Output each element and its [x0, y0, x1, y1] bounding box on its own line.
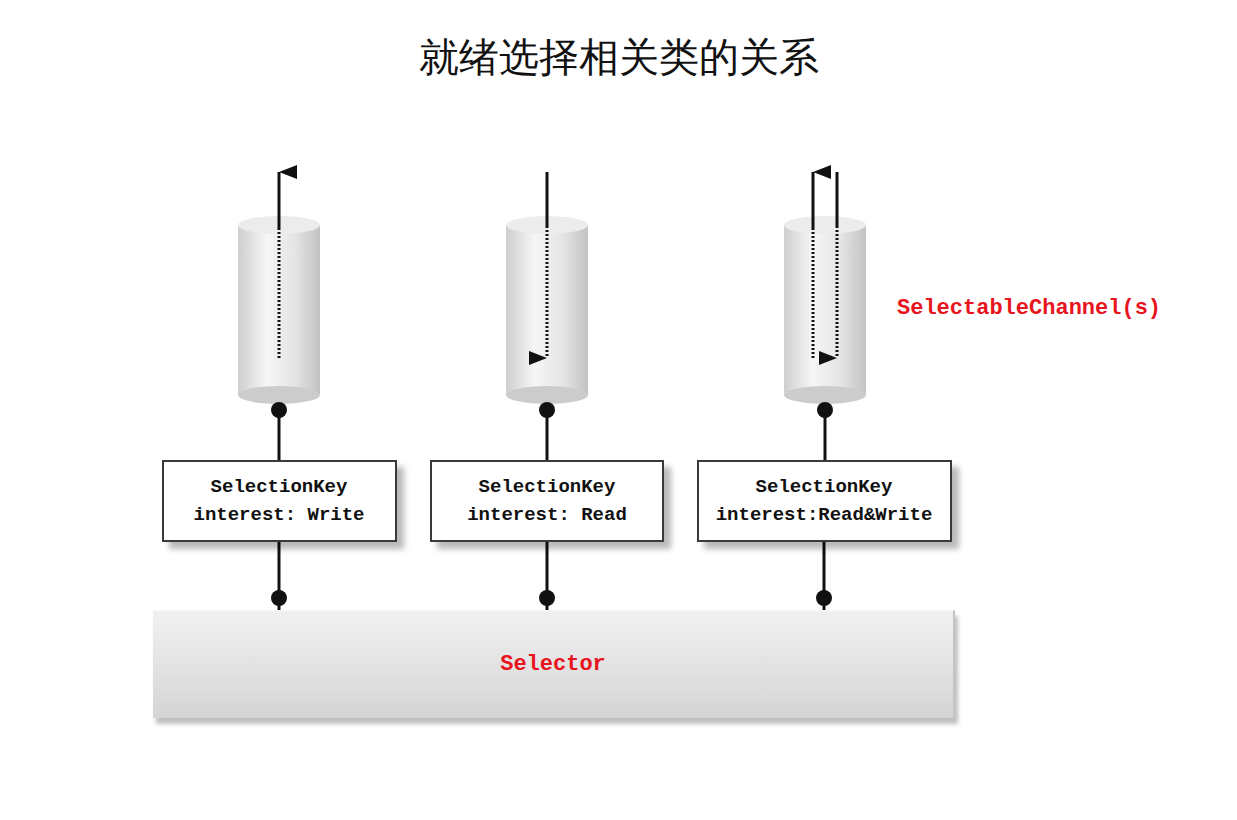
- selector-band: Selector: [153, 610, 955, 718]
- selector-name: Selector: [500, 652, 606, 677]
- cylinder: [506, 216, 588, 404]
- data-flow-arrows: [279, 172, 837, 358]
- cylinder: [238, 216, 320, 404]
- key-selector-link: [816, 542, 832, 610]
- channel-key-links: [271, 402, 833, 460]
- key-text: SelectionKey: [211, 473, 348, 501]
- key-text: interest: Read: [467, 501, 627, 529]
- selection-key-box: SelectionKeyinterest: Write: [162, 460, 397, 542]
- connector-dot: [816, 590, 832, 606]
- selection-key-box: SelectionKeyinterest:Read&Write: [697, 460, 952, 542]
- key-text: interest:Read&Write: [716, 501, 933, 529]
- cylinder: [784, 216, 866, 404]
- key-text: interest: Write: [193, 501, 364, 529]
- key-selector-link: [271, 542, 287, 610]
- key-selector-link: [539, 542, 555, 610]
- selection-key-box: SelectionKeyinterest: Read: [430, 460, 664, 542]
- diagram-title: 就绪选择相关类的关系: [0, 30, 1237, 85]
- key-text: SelectionKey: [756, 473, 893, 501]
- connector-dot: [271, 590, 287, 606]
- connector-dot: [539, 590, 555, 606]
- class-label: SelectableChannel(s): [897, 296, 1161, 321]
- key-text: SelectionKey: [479, 473, 616, 501]
